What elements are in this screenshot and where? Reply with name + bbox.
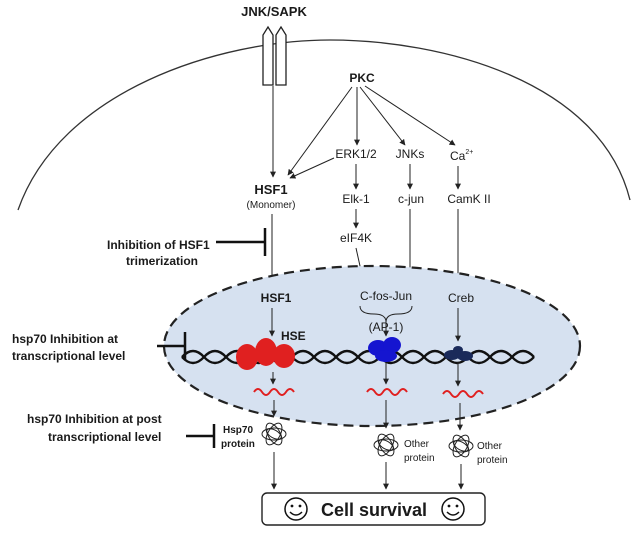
post-transcriptional-inhibition-line2: transcriptional level — [48, 430, 161, 444]
trimerization-inhibition-line2: trimerization — [126, 254, 198, 268]
survival-arrows — [271, 452, 464, 490]
cjun-label: c-jun — [398, 192, 424, 206]
hsf1-monomer-label: HSF1 — [254, 182, 287, 197]
post-transcriptional-inhibition-bar — [186, 424, 216, 448]
smiley-icon-right — [441, 497, 465, 521]
ap1-protein — [368, 337, 401, 362]
other-protein-1-label-line1: Other — [404, 439, 430, 450]
hse-label: HSE — [281, 329, 306, 343]
jnks-label: JNKs — [396, 147, 425, 161]
transcriptional-inhibition-bar — [157, 332, 187, 360]
eif4k-label: eIF4K — [340, 231, 372, 245]
other-protein-2-label-line1: Other — [477, 441, 503, 452]
creb-protein — [444, 346, 473, 361]
other-protein-1-label-line2: protein — [404, 453, 435, 464]
cell-membrane — [17, 39, 631, 211]
cell-survival-box — [261, 492, 486, 526]
hsp70-protein-label-line2: protein — [221, 439, 255, 450]
cell-survival-label: Cell survival — [321, 500, 427, 520]
trimerization-inhibition-bar — [216, 228, 267, 256]
hsp70-protein-label-line1: Hsp70 — [223, 425, 253, 436]
transcriptional-inhibition-line1: hsp70 Inhibition at — [12, 332, 118, 346]
signaling-arrows — [269, 85, 461, 287]
cfos-jun-label: C-fos-Jun — [360, 289, 412, 303]
nuclear-arrows — [269, 308, 461, 342]
camk-label: CamK II — [447, 192, 490, 206]
trimerization-inhibition-line1: Inhibition of HSF1 — [107, 238, 210, 252]
hsf1-trimer-protein — [236, 338, 295, 370]
hsf1-monomer-sublabel: (Monomer) — [247, 200, 296, 211]
other-protein-icon-1 — [373, 433, 399, 457]
jnk-sapk-receptor — [262, 25, 287, 86]
erk-label: ERK1/2 — [335, 147, 377, 161]
creb-label: Creb — [448, 291, 474, 305]
nuclear-hsf1-label: HSF1 — [261, 291, 292, 305]
calcium-label: Ca2+ — [450, 149, 473, 163]
elk-label: Elk-1 — [342, 192, 370, 206]
hsp70-protein-icon — [261, 422, 287, 446]
post-transcriptional-inhibition-line1: hsp70 Inhibition at post — [27, 412, 162, 426]
other-protein-2-label-line2: protein — [477, 455, 508, 466]
other-protein-icon-2 — [448, 434, 474, 458]
pkc-label: PKC — [349, 71, 375, 85]
transcriptional-inhibition-line2: transcriptional level — [12, 349, 125, 363]
receptor-label: JNK/SAPK — [241, 4, 307, 19]
mrna-transcripts — [253, 388, 484, 398]
smiley-icon-left — [284, 497, 308, 521]
expression-arrows — [270, 362, 463, 431]
